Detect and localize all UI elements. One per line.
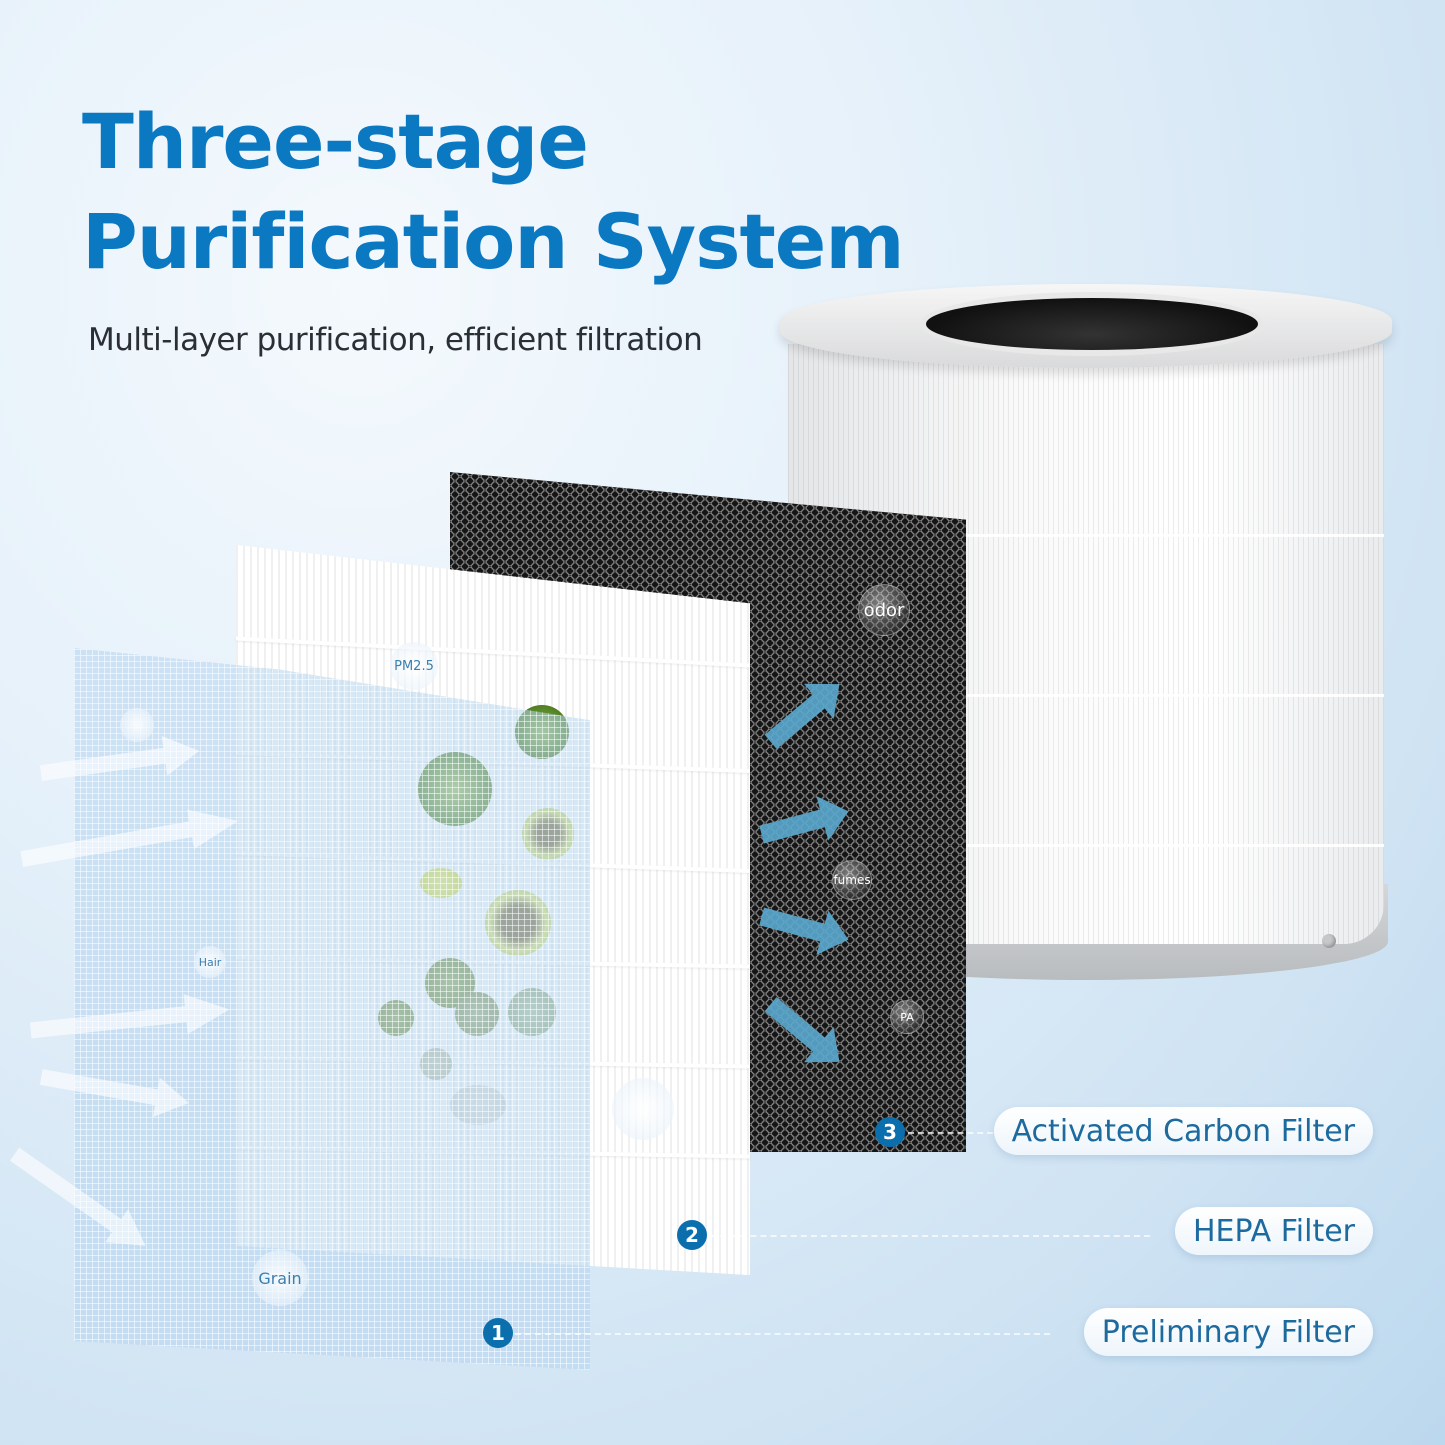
page-title: Three-stage Purification System <box>82 92 905 292</box>
hair-bubble: Hair <box>194 946 226 978</box>
layer-2-badge: 2 <box>677 1220 707 1250</box>
hair-label: Hair <box>198 955 222 969</box>
layer-1-badge: 1 <box>483 1318 513 1348</box>
cylinder-band <box>788 694 1384 697</box>
grain-label: Grain <box>258 1268 302 1288</box>
pm25-bubble: PM2.5 <box>390 642 438 690</box>
odor-bubble: odor <box>858 584 910 636</box>
preliminary-filter-label: Preliminary Filter <box>1083 1308 1373 1356</box>
cylinder-band <box>788 534 1384 537</box>
grain-bubble: Grain <box>252 1250 308 1306</box>
badge-number: 2 <box>685 1223 699 1247</box>
hepa-filter-label: HEPA Filter <box>1174 1207 1373 1255</box>
odor-label: odor <box>863 599 905 621</box>
layer-3-badge: 3 <box>875 1117 905 1147</box>
dust-bubble-icon <box>120 708 154 742</box>
pa-bubble: PA <box>890 1000 924 1034</box>
connector-line-2 <box>710 1235 1150 1237</box>
cylinder-knob <box>1322 934 1336 948</box>
connector-line-1 <box>515 1333 1050 1335</box>
fumes-label: fumes <box>833 873 871 887</box>
label-text: Preliminary Filter <box>1101 1314 1355 1350</box>
cylinder-top-rim <box>780 284 1392 368</box>
badge-number: 3 <box>883 1120 897 1144</box>
title-line-2: Purification System <box>82 197 905 286</box>
label-text: HEPA Filter <box>1192 1213 1355 1249</box>
fine-particle-bubble-icon <box>612 1078 674 1140</box>
label-text: Activated Carbon Filter <box>1011 1113 1355 1149</box>
preliminary-filter-sheet <box>74 648 590 1370</box>
pm25-label: PM2.5 <box>394 658 434 674</box>
connector-line-3 <box>908 1132 1003 1134</box>
fumes-bubble: fumes <box>832 860 872 900</box>
title-line-1: Three-stage <box>82 97 589 186</box>
pa-label: PA <box>900 1010 914 1024</box>
cylinder-band <box>788 844 1384 847</box>
badge-number: 1 <box>491 1321 505 1345</box>
subtitle: Multi-layer purification, efficient filt… <box>88 322 703 358</box>
cylinder-opening <box>920 292 1264 356</box>
activated-carbon-filter-label: Activated Carbon Filter <box>993 1107 1373 1155</box>
